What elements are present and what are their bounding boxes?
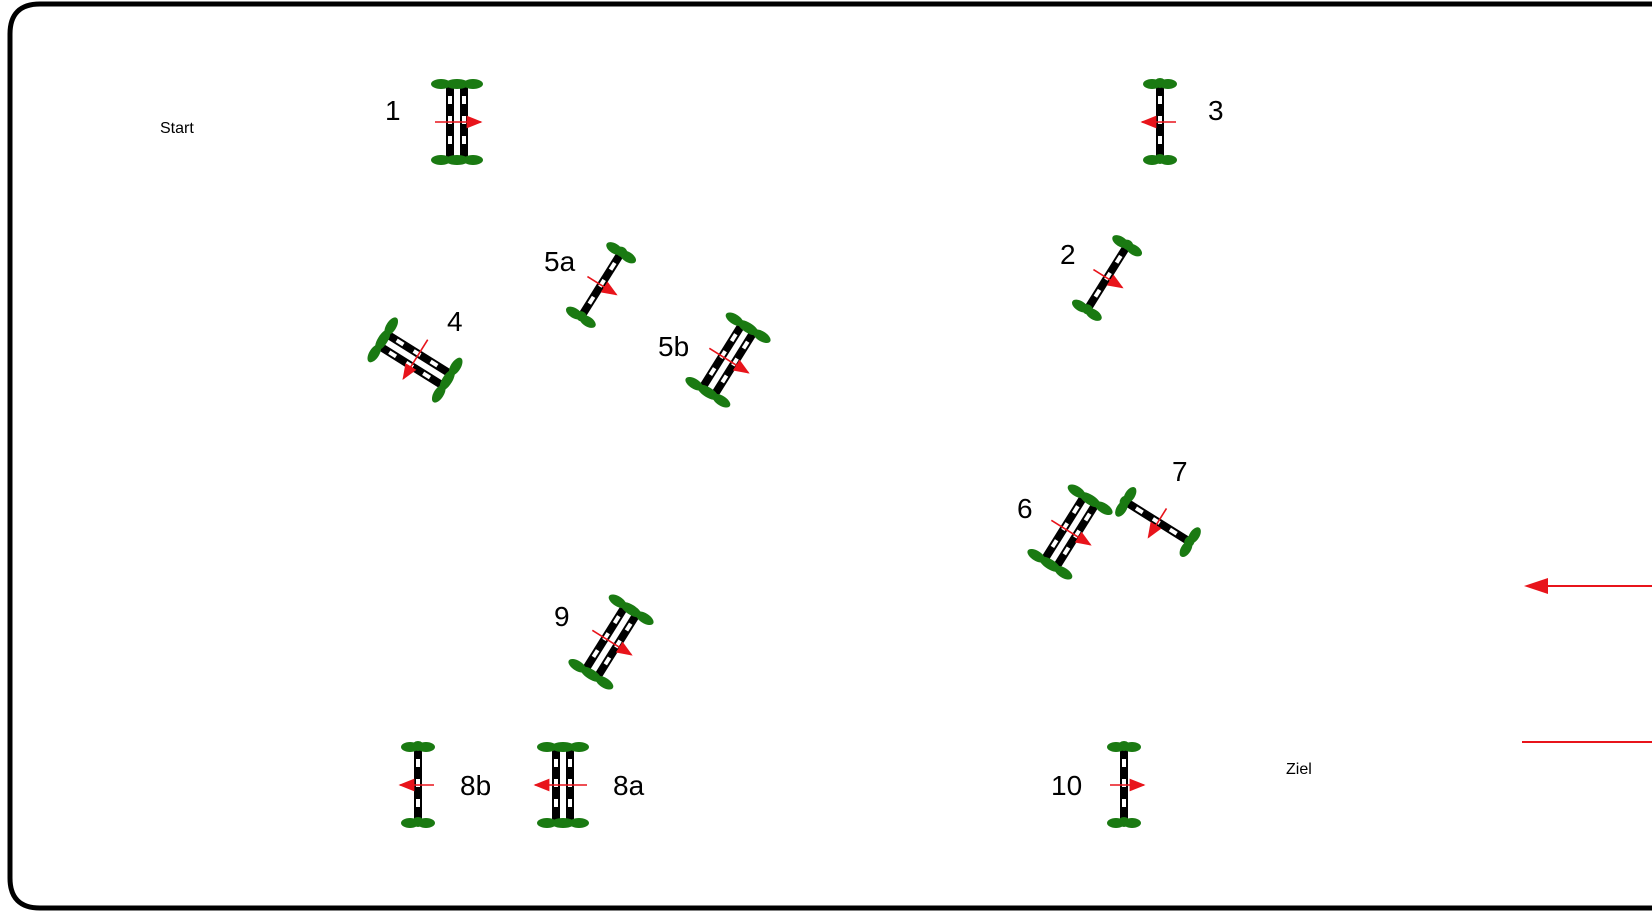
- start-label: Start: [160, 120, 194, 137]
- course-direction-arrow: [1524, 578, 1652, 594]
- obstacle-4: [364, 315, 466, 405]
- obstacle-2: [1069, 231, 1145, 324]
- obstacle-1: [431, 79, 483, 165]
- obstacle-9: [566, 591, 656, 693]
- arena-border: [7, 1, 1652, 911]
- obstacle-6-number: 6: [1017, 493, 1033, 524]
- obstacle-9-number: 9: [554, 601, 570, 632]
- obstacle-10: [1107, 741, 1146, 828]
- obstacle-7: [1111, 484, 1204, 560]
- obstacle-8b: [398, 741, 435, 828]
- obstacle-3-number: 3: [1208, 95, 1224, 126]
- obstacle-1-number: 1: [385, 95, 401, 126]
- obstacle-3: [1140, 78, 1177, 165]
- obstacle-8a-number: 8a: [613, 770, 645, 801]
- obstacle-5a: [563, 238, 639, 331]
- obstacle-8b-number: 8b: [460, 770, 491, 801]
- obstacle-2-number: 2: [1060, 239, 1076, 270]
- obstacle-5b: [683, 309, 773, 411]
- finish-label: Ziel: [1286, 761, 1312, 778]
- obstacle-6: [1025, 481, 1115, 583]
- obstacle-4-number: 4: [447, 306, 463, 337]
- obstacle-5b-number: 5b: [658, 331, 689, 362]
- obstacle-8a: [533, 742, 589, 828]
- obstacle-7-number: 7: [1172, 456, 1188, 487]
- obstacle-5a-number: 5a: [544, 246, 576, 277]
- obstacle-10-number: 10: [1051, 770, 1082, 801]
